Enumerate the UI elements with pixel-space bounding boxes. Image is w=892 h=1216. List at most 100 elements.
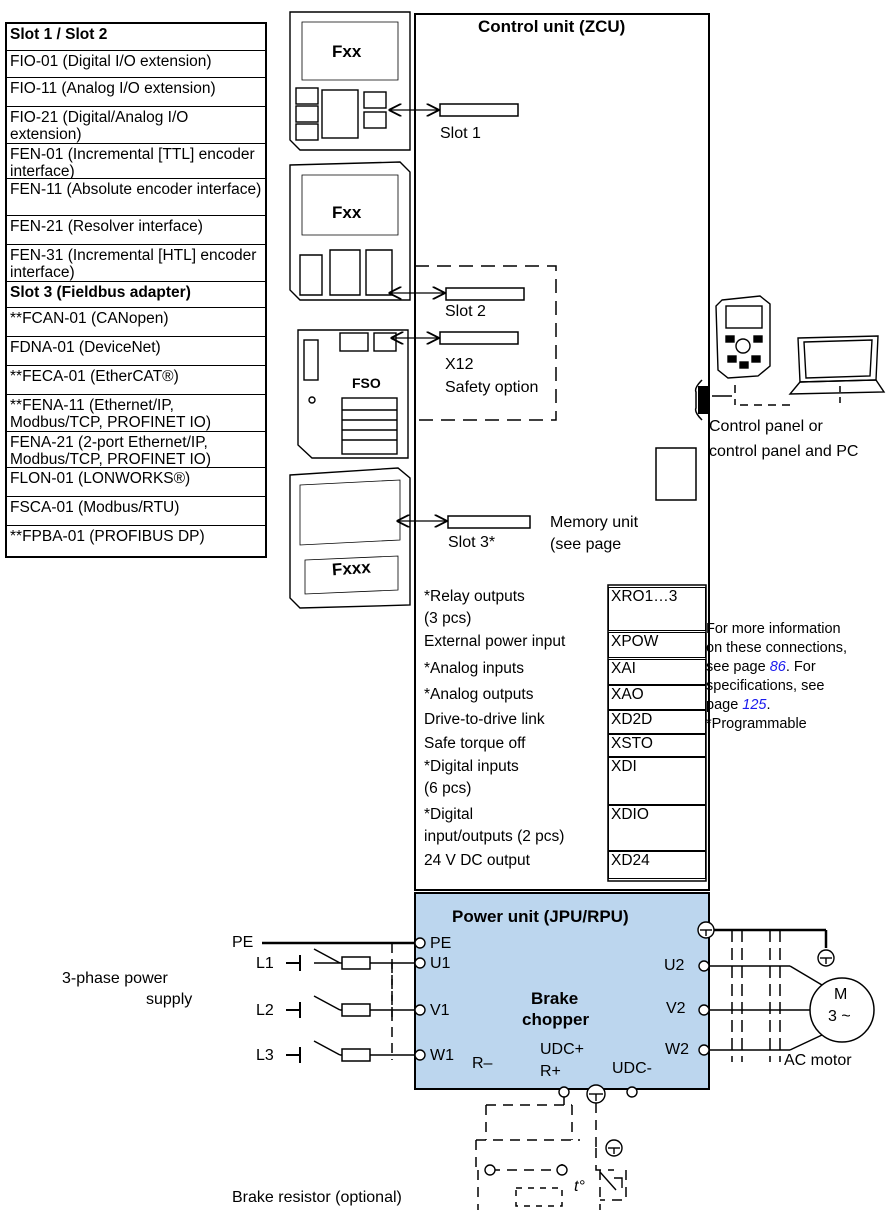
io-terminal: XSTO: [608, 734, 706, 757]
info-line-5: page 125.: [706, 697, 771, 713]
info-line-6: *Programmable: [706, 716, 807, 732]
r-minus-label: R–: [472, 1055, 493, 1072]
info-line-4: specifications, see: [706, 678, 825, 694]
io-label: *Analog inputs: [424, 660, 524, 677]
power-unit-box: [414, 892, 710, 1090]
supply-l2-label: L2: [256, 1002, 274, 1019]
io-terminal: XDIO: [608, 805, 706, 851]
supply-label-1: 3-phase power: [62, 970, 168, 987]
io-terminal: XDI: [608, 757, 706, 805]
page-125-link[interactable]: 125: [742, 697, 767, 713]
udc-minus-label: UDC-: [612, 1060, 652, 1077]
udc-plus-label: UDC+: [540, 1041, 585, 1058]
brake-chopper-label-1: Brake: [531, 989, 579, 1008]
slot-table-row: Slot 3 (Fieldbus adapter): [7, 282, 265, 308]
slot-table-row: **FENA-11 (Ethernet/IP, Modbus/TCP, PROF…: [7, 395, 265, 432]
term-v1: V1: [430, 1002, 450, 1019]
x12-connector: [439, 331, 519, 345]
slot-table-row: FDNA-01 (DeviceNet): [7, 337, 265, 366]
motor-m-label: M: [834, 986, 848, 1003]
safety-option-label: Safety option: [445, 379, 539, 396]
brake-resistor-wiring: [475, 1097, 627, 1210]
power-wiring: [262, 941, 414, 1063]
slot-table-row: FSCA-01 (Modbus/RTU): [7, 497, 265, 526]
memory-unit-page-label: (see page: [550, 536, 622, 553]
slot-table-row: FIO-11 (Analog I/O extension): [7, 78, 265, 107]
slot-table-row: FEN-21 (Resolver interface): [7, 216, 265, 245]
slot-table-row: FENA-21 (2-port Ethernet/IP, Modbus/TCP,…: [7, 432, 265, 468]
term-v2: V2: [666, 1000, 686, 1017]
x12-label: X12: [445, 356, 474, 373]
control-unit-title: Control unit (ZCU): [478, 17, 626, 36]
supply-label-2: supply: [146, 991, 193, 1008]
r-plus-label: R+: [540, 1063, 561, 1080]
slot-table-row: FEN-01 (Incremental [TTL] encoder interf…: [7, 144, 265, 179]
fxx-module-2-label: Fxx: [332, 203, 362, 222]
brake-resistor-label: Brake resistor (optional): [232, 1189, 402, 1206]
fso-module: [297, 329, 409, 459]
fxxx-module: [289, 467, 411, 609]
slot3-label: Slot 3*: [448, 534, 496, 551]
slot-table-row: **FPBA-01 (PROFIBUS DP): [10, 528, 205, 545]
io-terminal: XAO: [608, 685, 706, 710]
io-label: Safe torque off: [424, 735, 526, 752]
supply-l1-label: L1: [256, 955, 274, 972]
power-unit-title: Power unit (JPU/RPU): [452, 907, 629, 926]
brake-chopper-label-2: chopper: [522, 1010, 590, 1029]
term-u2: U2: [664, 957, 685, 974]
fxx-module-2: [289, 161, 411, 301]
io-label: 24 V DC output: [424, 852, 530, 869]
motor-phase-label: 3 ~: [828, 1008, 851, 1025]
slot-table-row: FEN-31 (Incremental [HTL] encoder interf…: [7, 245, 265, 282]
ground-icon: [586, 921, 835, 1157]
control-panel-label: Control panel or: [709, 418, 823, 435]
term-pe-in: PE: [430, 935, 452, 952]
slot2-label: Slot 2: [445, 303, 486, 320]
ac-motor-label: AC motor: [784, 1052, 852, 1069]
io-terminal: XRO1…3: [608, 587, 706, 631]
io-label: *Analog outputs: [424, 686, 534, 703]
slot1-connector: [439, 103, 519, 117]
memory-unit-label: Memory unit: [550, 514, 639, 531]
io-terminal: XAI: [608, 659, 706, 685]
term-u1: U1: [430, 955, 451, 972]
page-86-link[interactable]: 86: [769, 659, 786, 675]
memory-unit-box: [655, 447, 697, 501]
slot-table-row: FIO-01 (Digital I/O extension): [7, 51, 265, 78]
term-w2: W2: [665, 1041, 689, 1058]
thermal-switch-label: t°: [574, 1178, 585, 1195]
motor-symbol: [809, 977, 875, 1043]
io-label-line2: input/outputs (2 pcs): [424, 828, 565, 845]
supply-pe-label: PE: [232, 934, 254, 951]
slot-table-row: FLON-01 (LONWORKS®): [7, 468, 265, 497]
slot-table-row: FIO-21 (Digital/Analog I/O extension): [7, 107, 265, 144]
slot3-connector: [447, 515, 531, 529]
io-label: *Digital: [424, 806, 474, 823]
panel-connector: [694, 379, 841, 421]
io-label: External power input: [424, 633, 566, 650]
slot-table-row: **FECA-01 (EtherCAT®): [7, 366, 265, 395]
io-terminal: XPOW: [608, 632, 706, 658]
info-line-1: For more information: [706, 621, 841, 637]
info-line-2: on these connections,: [706, 640, 848, 656]
io-label: *Relay outputs: [424, 588, 525, 605]
slot1-label: Slot 1: [440, 125, 481, 142]
term-w1: W1: [430, 1047, 454, 1064]
fxx-module-1: [289, 11, 411, 151]
slot-table-row: Slot 1 / Slot 2: [7, 24, 265, 51]
control-panel-pc-label: control panel and PC: [709, 443, 859, 460]
motor-wiring: [706, 928, 828, 1062]
slot-table-row: FEN-11 (Absolute encoder interface): [7, 179, 265, 216]
laptop-drawing: [788, 335, 886, 395]
info-note: For more information on these connection…: [706, 620, 847, 734]
io-terminal: XD24: [608, 851, 706, 879]
io-label-line2: (3 pcs): [424, 610, 472, 627]
io-label-line2: (6 pcs): [424, 780, 472, 797]
info-line-3: see page 86. For: [706, 659, 816, 675]
fso-module-label: FSO: [352, 375, 381, 391]
io-label: *Digital inputs: [424, 758, 519, 775]
supply-l3-label: L3: [256, 1047, 274, 1064]
io-label: Drive-to-drive link: [424, 711, 545, 728]
